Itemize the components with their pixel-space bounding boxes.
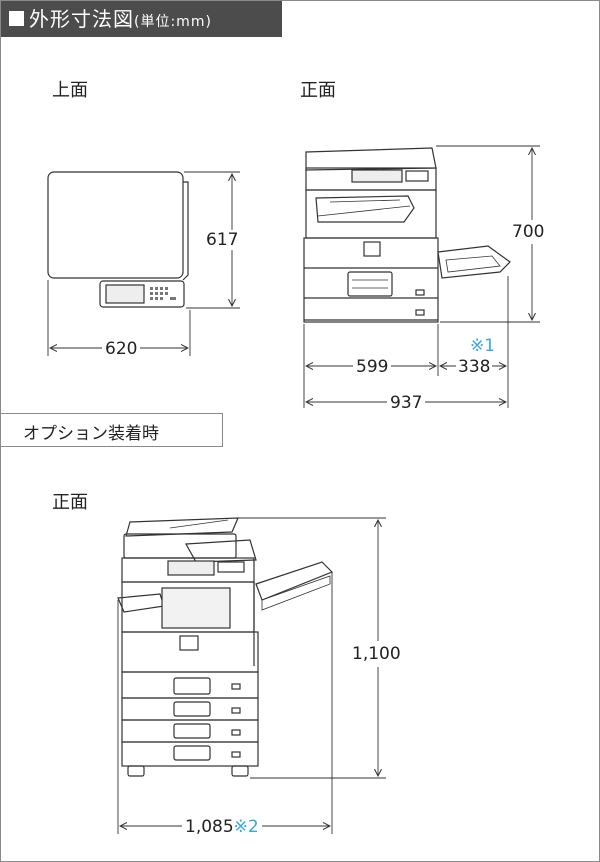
front-view-label: 正面 xyxy=(300,80,336,101)
front-tray-width-dimension: 338 xyxy=(456,357,493,377)
option-view-machine xyxy=(117,517,334,777)
top-view-machine xyxy=(47,171,189,308)
option-view-dimension-lines xyxy=(117,517,386,834)
title-bar: 外形寸法図(単位:mm) xyxy=(1,1,282,37)
option-label: オプション装着時 xyxy=(23,424,159,444)
front-body-width-dimension: 599 xyxy=(353,357,392,377)
note-2-marker: ※2 xyxy=(233,817,259,837)
top-view-label: 上面 xyxy=(52,80,88,101)
title-square-icon xyxy=(9,11,24,26)
front-view-machine xyxy=(303,147,511,323)
front-height-dimension: 700 xyxy=(512,220,545,244)
front-total-width-dimension: 937 xyxy=(387,393,426,413)
option-label-box: オプション装着時 xyxy=(1,413,223,447)
note-1-marker: ※1 xyxy=(470,336,496,356)
option-width-value: 1,085 xyxy=(185,817,234,837)
top-view-dimension-lines xyxy=(47,171,240,356)
title-text: 外形寸法図 xyxy=(29,7,134,31)
front-view-dimension-lines xyxy=(303,145,540,408)
option-height-dimension: 1,100 xyxy=(352,641,401,667)
top-depth-dimension: 617 xyxy=(206,230,239,250)
page-title: 外形寸法図(単位:mm) xyxy=(29,6,212,35)
unit-text: (単位:mm) xyxy=(134,14,212,30)
option-front-view-label: 正面 xyxy=(52,492,88,513)
option-width-dimension: 1,085※2 xyxy=(182,817,262,837)
top-width-dimension: 620 xyxy=(102,339,141,359)
